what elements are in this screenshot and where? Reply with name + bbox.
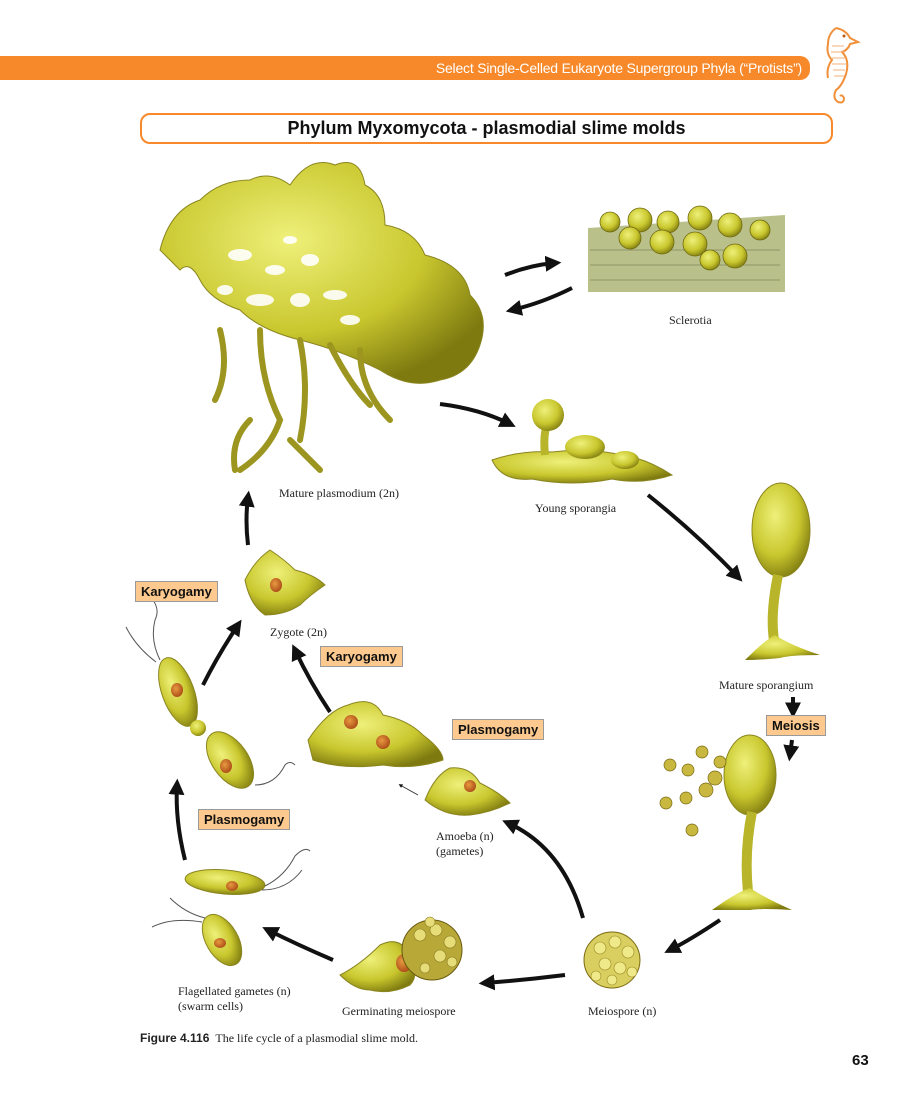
thin-arrow xyxy=(398,784,419,796)
caption-text: The life cycle of a plasmodial slime mol… xyxy=(215,1031,418,1045)
releasing-sporangium-illustration xyxy=(659,734,792,910)
figure-number: Figure 4.116 xyxy=(140,1031,210,1045)
tag-meiosis: Meiosis xyxy=(766,715,826,736)
mature-plasmodium-illustration xyxy=(159,162,484,473)
fusing-gametes-illustration xyxy=(125,599,296,789)
label-young-sporangia: Young sporangia xyxy=(535,501,617,515)
section-title: Select Single-Celled Eukaryote Supergrou… xyxy=(435,60,802,76)
label-meiospore: Meiospore (n) xyxy=(588,1004,657,1018)
flagellated-gametes-illustration xyxy=(151,848,311,967)
zygote-illustration xyxy=(244,549,326,616)
label-mature-plasmodium: Mature plasmodium (2n) xyxy=(279,486,399,500)
cycle-arrows xyxy=(168,255,801,991)
tag-karyogamy-left: Karyogamy xyxy=(135,581,218,602)
amoeba-illustration xyxy=(424,767,511,816)
label-germinating-meiospore: Germinating meiospore xyxy=(342,1004,456,1018)
label-sclerotia: Sclerotia xyxy=(669,313,712,327)
sclerotia-illustration xyxy=(588,205,785,292)
page-number: 63 xyxy=(852,1052,869,1069)
tag-plasmogamy-left: Plasmogamy xyxy=(198,809,291,830)
label-mature-sporangium: Mature sporangium xyxy=(719,678,814,692)
label-flagellated-line2: (swarm cells) xyxy=(178,999,243,1013)
section-banner: Select Single-Celled Eukaryote Supergrou… xyxy=(0,56,810,80)
seahorse-logo-icon xyxy=(826,27,861,104)
label-flagellated-line1: Flagellated gametes (n) xyxy=(178,984,291,998)
fusing-amoebae-illustration xyxy=(307,701,444,768)
young-sporangia-illustration xyxy=(491,399,674,484)
tag-plasmogamy-right: Plasmogamy xyxy=(452,719,545,740)
label-amoeba-line2: (gametes) xyxy=(436,844,484,858)
label-amoeba-line1: Amoeba (n) xyxy=(436,829,494,843)
mature-sporangium-illustration xyxy=(745,482,820,660)
meiospore-illustration xyxy=(583,931,641,989)
page-title-box: Phylum Myxomycota - plasmodial slime mol… xyxy=(140,113,833,144)
tag-karyogamy-center: Karyogamy xyxy=(320,646,403,667)
page-title: Phylum Myxomycota - plasmodial slime mol… xyxy=(287,118,686,138)
label-flagellated-gametes: Flagellated gametes (n) (swarm cells) xyxy=(178,984,291,1014)
figure-caption: Figure 4.116 The life cycle of a plasmodi… xyxy=(140,1031,418,1046)
germinating-meiospore-illustration xyxy=(339,916,463,993)
label-zygote: Zygote (2n) xyxy=(270,625,327,639)
label-amoeba: Amoeba (n) (gametes) xyxy=(436,829,494,859)
